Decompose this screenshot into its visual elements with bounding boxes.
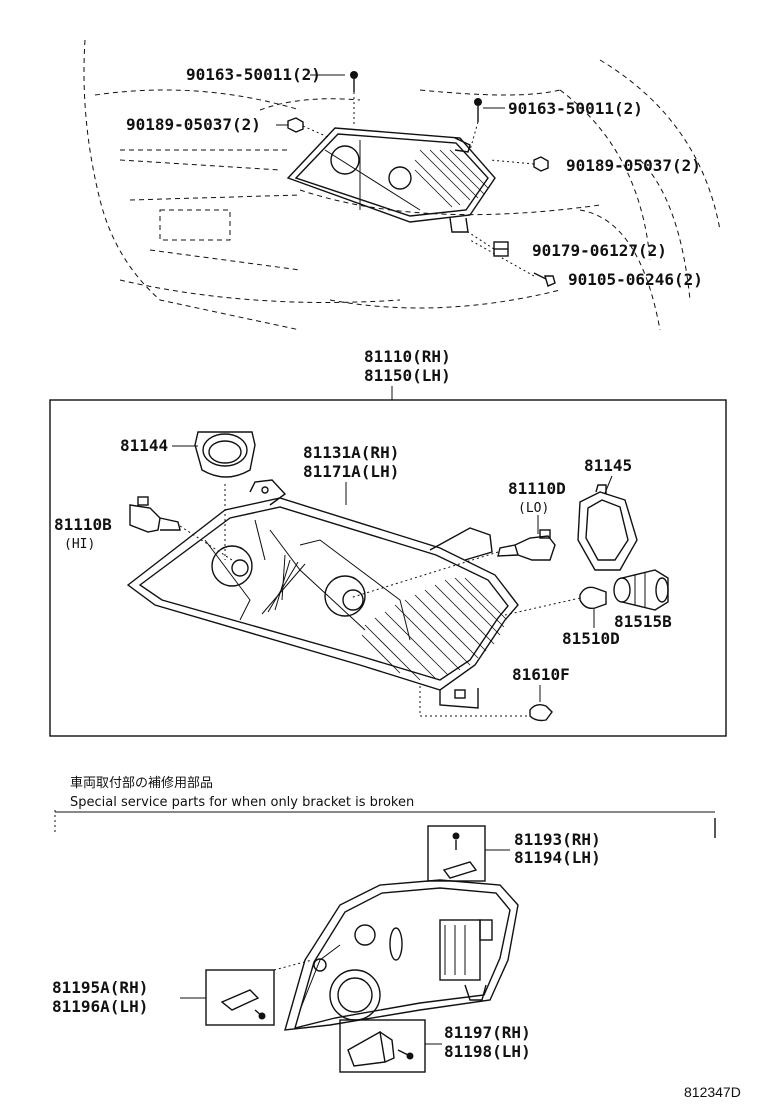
part-label-cap: 81145: [584, 456, 632, 475]
part-label-screw: 90163-50011(2): [508, 99, 643, 118]
assembly-frame: [49, 399, 727, 737]
screw-icon: [474, 98, 482, 122]
part-label-nut: 90189-05037(2): [126, 115, 261, 134]
part-label-nut: 90189-05037(2): [566, 156, 701, 175]
part-label-lo-bulb: 81110D: [508, 479, 566, 498]
part-label-clip: 90179-06127(2): [532, 241, 667, 260]
side-bulb-icon: [529, 703, 553, 722]
bracket-box-top: [427, 825, 486, 882]
bracket-icon: [442, 832, 478, 879]
figure-id: 812347D: [684, 1084, 741, 1100]
bulb-cover-icon: [194, 431, 256, 478]
top-leaders: [276, 74, 535, 277]
part-label-screw: 90163-50011(2): [186, 65, 321, 84]
hi-bulb-icon: [129, 496, 181, 533]
small-bulb-icon: [579, 586, 607, 610]
bracket-box-bottom: [339, 1019, 426, 1073]
part-label-cover: 81144: [120, 436, 168, 455]
part-label-lens-lh: 81171A(LH): [303, 462, 399, 481]
mounted-headlamp: [286, 127, 496, 233]
part-label-bracket-rh: 81197(RH): [444, 1023, 531, 1042]
part-label-unit-lh: 81150(LH): [364, 366, 451, 385]
part-label-bulb: 81510D: [562, 629, 620, 648]
note-english: Special service parts for when only brac…: [70, 795, 414, 810]
bulb-socket-icon: [613, 569, 669, 611]
bracket-icon: [347, 1030, 414, 1067]
socket-cap-icon: [577, 484, 638, 571]
bolt-icon: [533, 272, 556, 287]
part-label-socket: 81515B: [614, 612, 672, 631]
part-label-side-bulb: 81610F: [512, 665, 570, 684]
part-label-hi-bulb: 81110B: [54, 515, 112, 534]
part-label-bracket-lh: 81196A(LH): [52, 997, 148, 1016]
part-label-bracket-rh: 81193(RH): [514, 830, 601, 849]
screw-icon: [350, 71, 358, 92]
part-label-lo-note: (LO): [518, 501, 549, 516]
headlamp-assembly: [126, 479, 519, 709]
part-label-hi-note: (HI): [64, 537, 95, 552]
part-label-lens-rh: 81131A(RH): [303, 443, 399, 462]
nut-icon: [533, 156, 549, 172]
clip-icon: [493, 241, 509, 257]
part-label-bracket-rh: 81195A(RH): [52, 978, 148, 997]
note-japanese: 車両取付部の補修用部品: [70, 776, 213, 791]
nut-icon: [287, 117, 304, 133]
part-label-unit-rh: 81110(RH): [364, 347, 451, 366]
bracket-icon: [220, 989, 266, 1020]
part-label-bracket-lh: 81198(LH): [444, 1042, 531, 1061]
headlamp-rear-view: [284, 879, 519, 1031]
part-label-bolt: 90105-06246(2): [568, 270, 703, 289]
lo-bulb-icon: [497, 529, 556, 561]
part-label-bracket-lh: 81194(LH): [514, 848, 601, 867]
